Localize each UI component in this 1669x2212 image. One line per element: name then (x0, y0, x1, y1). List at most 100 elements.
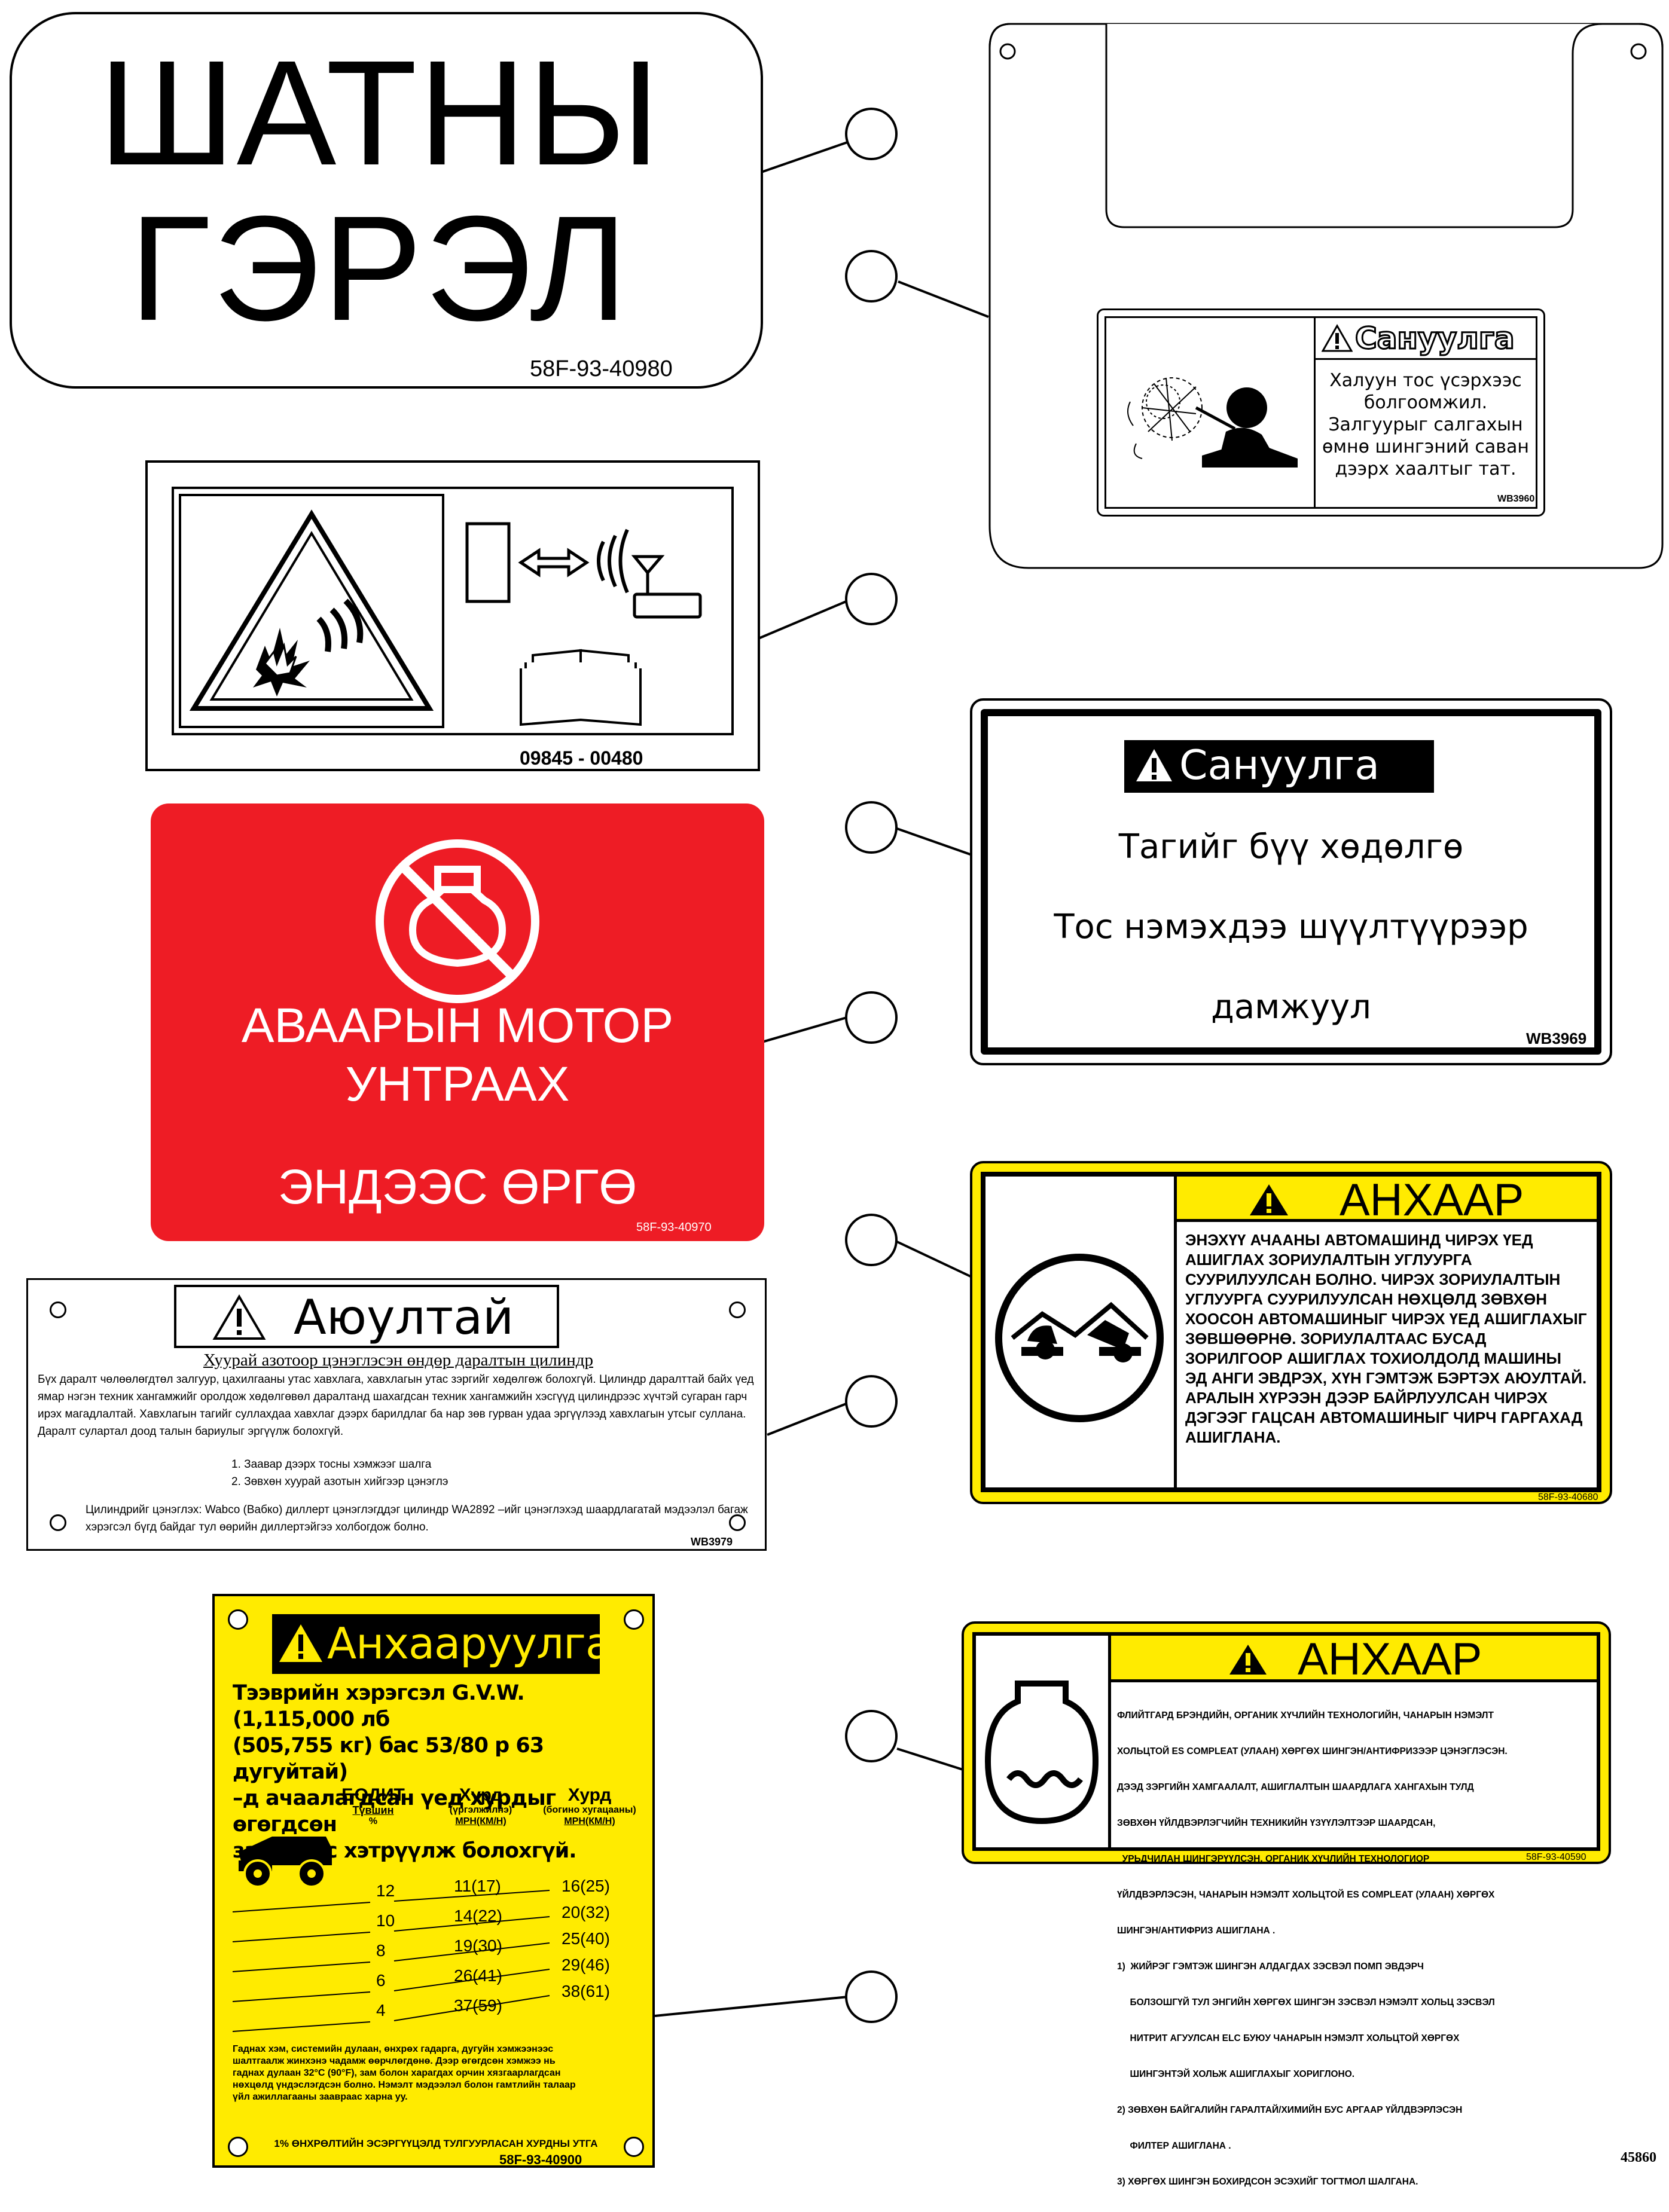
grade-value: 10 (376, 1911, 395, 1930)
speed-warning-label: Анхааруулга Тээврийн хэрэгсэл G.V.W. (1,… (212, 1594, 655, 2168)
speed-title: Анхааруулга (327, 1618, 612, 1669)
callout-circle (845, 250, 898, 303)
battery-label-code: 09845 - 00480 (520, 747, 643, 769)
battery-explosion-label: 09845 - 00480 (145, 460, 760, 771)
long-speed-value: 26(41) (454, 1966, 502, 1985)
coolant-text-line: 1) ЖИЙРЭГ ГЭМТЭЖ ШИНГЭН АЛДАГДАХ ЗЭСВЭЛ … (1117, 1962, 1424, 1972)
coolant-text-line: 3) ХӨРГӨХ ШИНГЭН БОХИРДСОН ЭСЭХИЙГ ТОГТМ… (1117, 2177, 1418, 2187)
long-speed-header-sub: (үргэлжилнэ) (449, 1805, 512, 1815)
coolant-text-line: БОЛЗОШГҮЙ ТУЛ ЭНГИЙН ХӨРГӨХ ШИНГЭН ЗЭСВЭ… (1117, 1997, 1495, 2008)
ladder-label-line1: ШАТНЫ (98, 29, 661, 196)
speed-row-line (232, 1962, 371, 1972)
speed-row-line (393, 1995, 550, 2021)
coolant-text-line: НИТРИТ АГУУЛСАН ELC БУЮУ ЧАНАРЫН НЭМЭЛТ … (1117, 2033, 1460, 2043)
hot-oil-spray-icon (1127, 377, 1298, 468)
short-speed-value: 25(40) (562, 1929, 610, 1948)
emergency-shutdown-label: АВААРЫН МОТОР УНТРААХ ЭНДЭЭС ӨРГӨ 58F-93… (151, 803, 764, 1241)
speed-label-code: 58F-93-40900 (499, 2152, 582, 2167)
nitrogen-cylinder-danger-label: Аюултай Хуурай азотоор цэнэглэсэн өндөр … (26, 1278, 767, 1551)
mounting-hole (624, 2137, 644, 2157)
mounting-hole (624, 1609, 644, 1630)
warning-triangle-icon (1322, 324, 1353, 352)
grade-header: БОДИТ (341, 1785, 405, 1805)
danger-label-code: WB3979 (691, 1536, 733, 1548)
ladder-label-line2: ГЭРЭЛ (129, 185, 630, 352)
speed-table-lines (232, 1890, 550, 2032)
speed-footer-line: Гаднах хэм, системийн дулаан, өнхрөх гад… (233, 2044, 554, 2054)
long-speed-value: 19(30) (454, 1936, 502, 1955)
ladder-label-code: 58F-93-40980 (530, 356, 673, 381)
mounting-hole (228, 2137, 248, 2157)
hot-oil-pictogram-panel (1106, 318, 1316, 507)
speed-footer-line: нөхцөлд үндэслэгдсэн болно. Нэмэлт мэдээ… (233, 2080, 576, 2090)
grade-header-sub: Түвшин (352, 1804, 394, 1816)
short-speed-value: 38(61) (562, 1982, 610, 2000)
coolant-text-line: УРЬДЧИЛАН ШИНГЭРҮҮЛСЭН, ОРГАНИК ХҮЧЛИЙН … (1117, 1854, 1430, 1864)
speed-row-line (393, 1890, 550, 1902)
mounting-hole (729, 1514, 746, 1531)
emergency-code: 58F-93-40970 (636, 1221, 712, 1234)
coolant-text-line: ФИЛТЕР АШИГЛАНА . (1117, 2141, 1231, 2151)
speed-footer-line: шалтгаалж жинхэнэ чадамж өөрчлөгдөнө. Дэ… (233, 2056, 556, 2066)
warning-triangle-icon (1250, 1184, 1288, 1215)
speed-row-line (232, 1902, 371, 1912)
grade-value: 12 (376, 1881, 395, 1900)
explosion-warning-icon (189, 509, 434, 711)
cap-warning-label: Сануулга Тагийг бүү хөдөлгө Тос нэмэхдээ… (970, 698, 1612, 1065)
warning-triangle-icon (212, 1294, 266, 1340)
danger-step: 1. Заавар дээрх тосны хэмжээг шалга (231, 1458, 432, 1471)
hot-oil-text-line: өмнө шингэний саван (1322, 436, 1529, 457)
hot-oil-text-line: болгоомжил. (1363, 392, 1488, 413)
emergency-line1: АВААРЫН МОТОР (241, 998, 674, 1053)
short-speed-value: 20(32) (562, 1903, 610, 1921)
no-engine-icon (376, 839, 539, 1003)
long-speed-value: 37(59) (454, 1996, 502, 2015)
battery-instruction-panel (455, 494, 729, 728)
short-speed-value: 29(46) (562, 1956, 610, 1974)
speed-row-line (232, 1932, 371, 1942)
warning-triangle-icon (279, 1624, 322, 1662)
coolant-text-line: ШИНГЭН/АНТИФРИЗ АШИГЛАНА . (1117, 1926, 1276, 1936)
explosion-triangle-panel (179, 494, 444, 728)
danger-note: Цилиндрийг цэнэглэх: Wabco (Вабко) дилле… (86, 1504, 748, 1533)
grade-value: 4 (376, 2001, 386, 2019)
callout-circle (845, 991, 898, 1044)
coolant-label-code: 58F-93-40590 (1526, 1852, 1586, 1862)
speed-intro-line: –д ачаалагдсан үед хурдыг өгөгдсөн (233, 1786, 556, 1837)
emergency-line2: УНТРААХ (345, 1057, 570, 1111)
long-speed-header-unit: MPH(КМ/Н) (455, 1816, 507, 1826)
callout-circle (845, 573, 898, 625)
speed-intro-line: Тээврийн хэрэгсэл G.V.W. (1,115,000 лб (233, 1681, 525, 1731)
speed-footer-line: гаднах дулаан 32°C (90°F), зам болон хар… (233, 2068, 561, 2078)
coolant-text-line: ЗӨВХӨН ҮЙЛДВЭРЛЭГЧИЙН ТЕХНИКИЙН ҮЗҮҮЛЭЛТ… (1117, 1818, 1436, 1828)
warning-triangle-icon (1229, 1645, 1267, 1675)
short-speed-header-sub: (богино хугацааны) (543, 1805, 636, 1815)
cap-title-bar: Сануулга (1124, 740, 1434, 793)
speed-row-line (393, 1916, 550, 1932)
cap-line: дамжуул (1211, 988, 1371, 1026)
tow-title: АНХААР (1340, 1175, 1524, 1226)
hot-oil-text-line: Залгуурыг салгахын (1328, 414, 1523, 435)
battery-no-spark-icon (465, 522, 702, 726)
haul-truck-icon (239, 1837, 332, 1888)
long-speed-header: Хурд (459, 1785, 503, 1805)
danger-subtitle: Хуурай азотоор цэнэглэсэн өндөр даралтын… (203, 1351, 594, 1370)
coolant-text-line: ҮЙЛДВЭРЛЭСЭН, ЧАНАРЫН НЭМЭЛТ ХОЛЬЦТОЙ ES… (1117, 1890, 1495, 1900)
short-speed-header-unit: MPH(КМ/Н) (564, 1816, 615, 1826)
short-speed-header: Хурд (567, 1785, 612, 1805)
tow-vehicle-icon (995, 1254, 1164, 1422)
hot-oil-text-line: дээрх хаалтыг тат. (1335, 459, 1517, 479)
speed-title-bar: Анхааруулга (272, 1614, 612, 1674)
coolant-pictogram-panel (976, 1636, 1111, 1847)
tow-hook-caution-label: АНХААР ЭНЭХҮҮ АЧААНЫ АВТОМАШИНД ЧИРЭХ ҮЕ… (970, 1161, 1612, 1504)
coolant-caution-label: АНХААР ФЛИЙТГАРД БРЭНДИЙН, ОРГАНИК ХҮЧЛИ… (962, 1621, 1611, 2187)
hot-oil-code: WB3960 (1497, 494, 1535, 504)
speed-footer-line: үйл ажиллагааны заавраас харна уу. (233, 2092, 408, 2102)
hot-oil-text-line: Халуун тос үсэрхээс (1329, 370, 1522, 391)
long-speed-value: 14(22) (454, 1907, 502, 1925)
cap-title: Сануулга (1179, 742, 1380, 789)
coolant-text-line: ХОЛЬЦТОЙ ES COMPLEAT (УЛААН) ХӨРГӨХ ШИНГ… (1117, 1746, 1508, 1756)
emergency-line3: ЭНДЭЭС ӨРГӨ (277, 1160, 637, 1214)
coolant-text-line: ФЛИЙТГАРД БРЭНДИЙН, ОРГАНИК ХҮЧЛИЙН ТЕХН… (1117, 1710, 1494, 1721)
coolant-title: АНХААР (1298, 1634, 1482, 1685)
